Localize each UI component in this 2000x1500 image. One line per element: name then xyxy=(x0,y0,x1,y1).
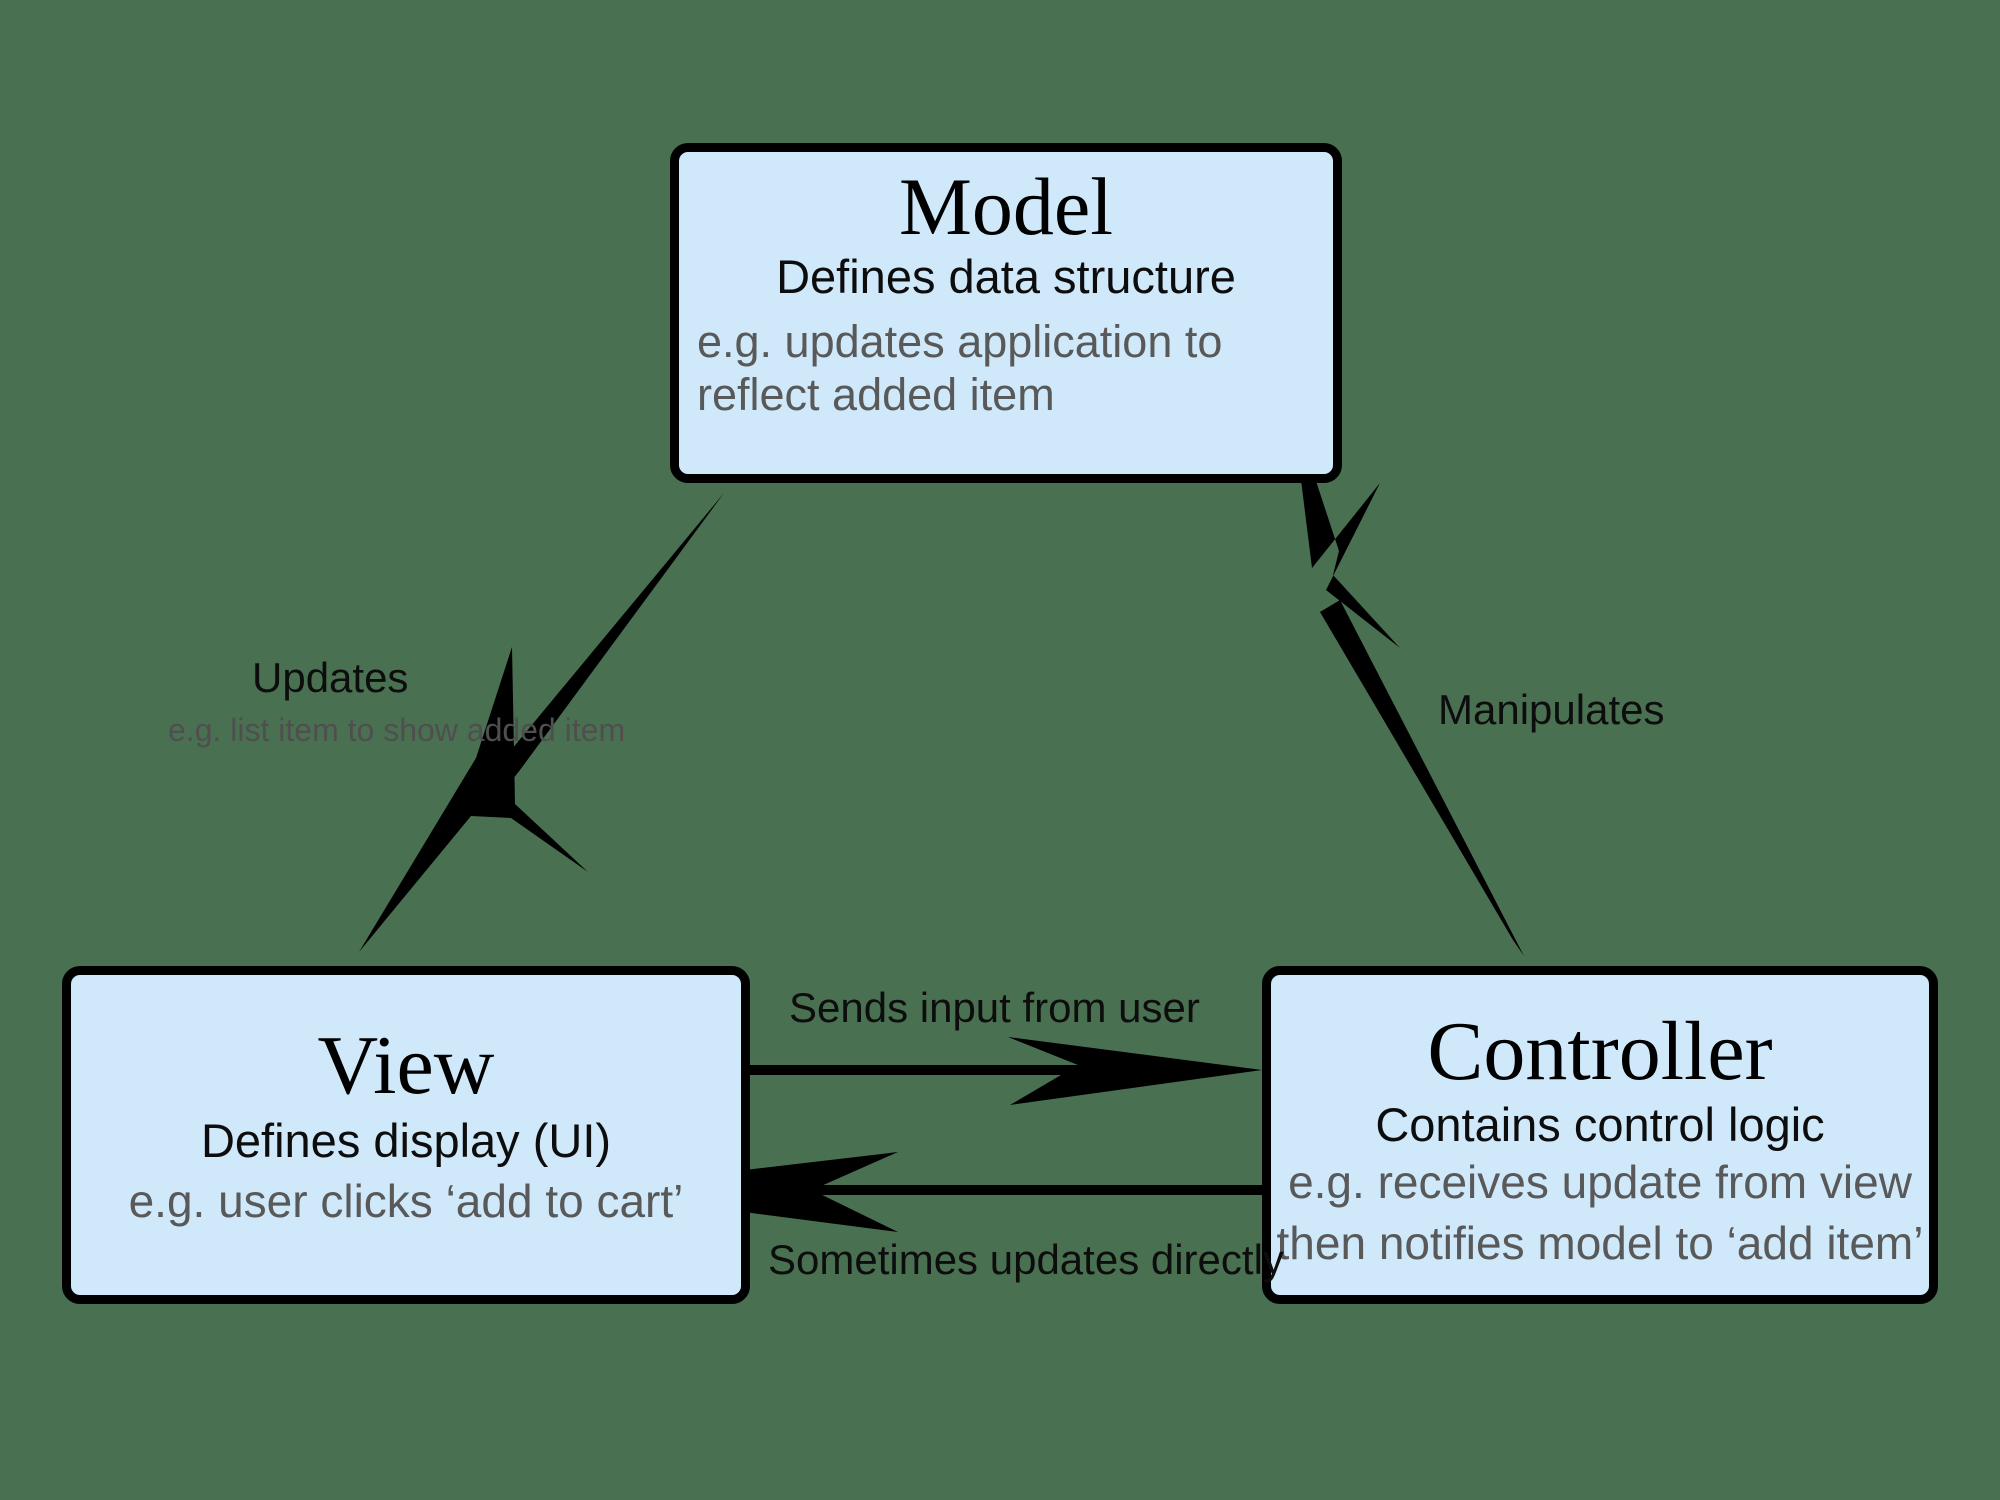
node-controller-example-line1: e.g. receives update from view xyxy=(1288,1156,1912,1209)
node-model-subtitle: Defines data structure xyxy=(776,250,1236,303)
edge-label-sometimes-updates-directly: Sometimes updates directly xyxy=(768,1236,1284,1283)
edge-model-to-view-shaft xyxy=(478,493,724,798)
edge-model-to-view-arrowhead xyxy=(359,647,588,952)
node-model-example: e.g. updates application to reflect adde… xyxy=(697,316,1223,421)
node-model[interactable]: Model Defines data structure e.g. update… xyxy=(670,143,1342,483)
edge-label-sends-input-from-user: Sends input from user xyxy=(789,984,1200,1031)
edge-view-to-controller-shaft xyxy=(583,1065,1093,1075)
edge-controller-to-model-arrowhead xyxy=(1292,408,1400,648)
edge-controller-to-model xyxy=(1292,408,1524,956)
node-controller[interactable]: Controller Contains control logic e.g. r… xyxy=(1262,966,1938,1304)
edge-view-to-controller xyxy=(583,1037,1262,1105)
edge-view-to-controller-arrowhead xyxy=(1008,1037,1262,1105)
node-controller-subtitle: Contains control logic xyxy=(1375,1098,1825,1152)
edge-label-updates: Updates xyxy=(252,654,409,701)
edge-controller-to-view-shaft xyxy=(660,1185,1275,1195)
node-controller-example-line2: then notifies model to ‘add item’ xyxy=(1276,1216,1924,1269)
node-view-subtitle: Defines display (UI) xyxy=(200,1114,612,1168)
edge-sublabel-updates: e.g. list item to show added item xyxy=(168,712,626,748)
edge-controller-to-model-shaft xyxy=(1320,600,1524,956)
node-view[interactable]: View Defines display (UI) e.g. user clic… xyxy=(62,966,750,1304)
node-model-title: Model xyxy=(898,161,1114,252)
node-view-example: e.g. user clicks ‘add to cart’ xyxy=(128,1174,684,1227)
node-controller-title: Controller xyxy=(1427,1005,1773,1099)
node-view-title: View xyxy=(317,1019,495,1113)
edge-label-manipulates: Manipulates xyxy=(1438,686,1665,733)
edge-model-to-view xyxy=(359,493,724,952)
